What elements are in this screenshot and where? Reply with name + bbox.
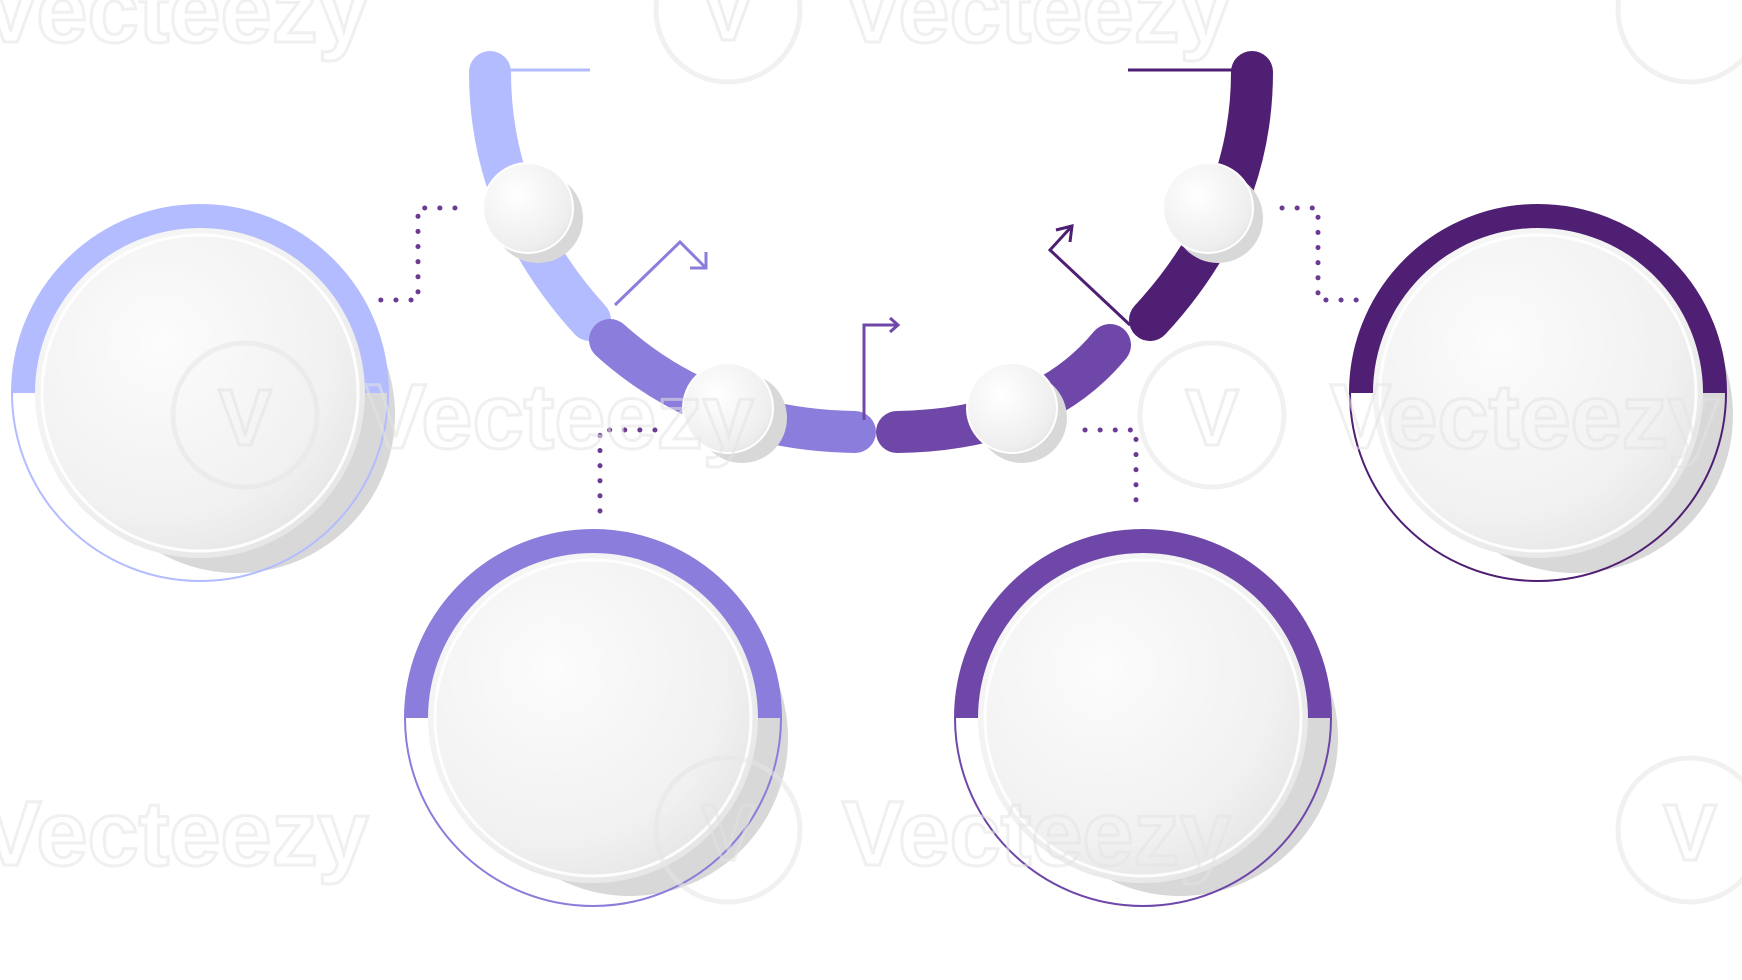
arc-node-1 [482,162,583,263]
watermark-text: Vecteezy [1330,366,1719,468]
arc-node-3 [966,362,1067,463]
dotted-connector-4 [1279,205,1361,303]
watermark-text: Vecteezy [842,783,1231,885]
step-circle-1 [11,204,395,582]
watermark-logo-icon: V [1185,373,1238,462]
connector-arc [469,51,1273,463]
watermark-text: Vecteezy [842,0,1231,62]
watermark-mark-right: V Vecteezy [1137,340,1720,490]
dotted-connectors [375,205,1361,515]
watermark-logo-icon: V [701,0,754,57]
watermark: V Vecteezy V Vecteezy V Vecteezy Vecteez… [0,0,1742,905]
arc-node-4 [1162,162,1263,263]
arrow-icon-1 [613,239,708,307]
watermark-text: Vecteezy [0,783,369,885]
watermark-mark-top: V Vecteezy Vecteezy [0,0,1742,85]
watermark-logo-icon: V [218,373,271,462]
step-circle-3 [954,529,1338,907]
arrow-icon-3 [1047,224,1132,327]
watermark-logo-icon: V [1663,788,1716,877]
step-circle-4 [1349,204,1733,582]
arc-node-2 [682,362,787,463]
watermark-text: Vecteezy [0,0,369,62]
dotted-connector-3 [1082,427,1139,515]
watermark-logo-icon: V [701,788,754,877]
watermark-mark-bottom: V Vecteezy Vecteezy V [0,755,1742,905]
arrow-icon-2 [862,316,901,420]
watermark-mark-center: V Vecteezy [170,340,755,490]
dotted-connector-1 [375,205,458,303]
step-circle-2 [404,529,788,907]
watermark-text: Vecteezy [365,366,754,468]
